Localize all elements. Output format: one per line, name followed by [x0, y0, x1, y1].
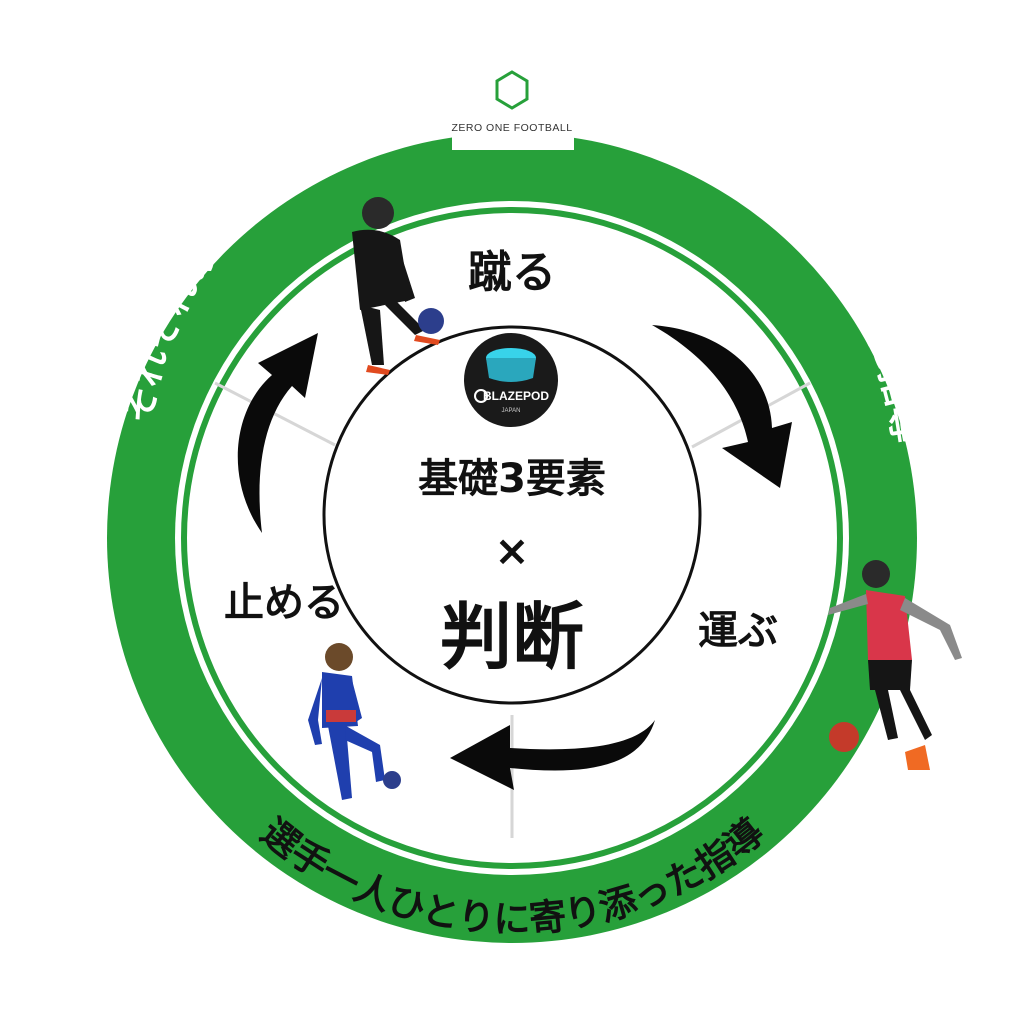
ball-icon [418, 308, 444, 334]
center-times: × [494, 526, 529, 575]
arrow-to-carry [652, 325, 792, 488]
center-line2: 判断 [440, 595, 584, 679]
blazepod-device: BLAZEPOD JAPAN [464, 333, 558, 427]
arrow-to-stop [450, 720, 655, 790]
blazepod-sub: JAPAN [502, 408, 521, 414]
ball-icon [383, 771, 401, 789]
hexagon-logo-icon [495, 70, 529, 110]
inner-green-line [181, 207, 843, 869]
blazepod-logo-icon [474, 389, 488, 403]
ball-icon [829, 722, 859, 752]
player-stop-image [308, 643, 401, 800]
label-stop: 止める [224, 580, 344, 626]
logo: ZERO ONE FOOTBALL [451, 70, 572, 134]
logo-text: ZERO ONE FOOTBALL [451, 122, 572, 134]
center-circle [322, 325, 702, 705]
center-line1: 基礎3要素 [418, 456, 606, 502]
arrow-to-kick [237, 333, 318, 533]
player-kick-image [352, 197, 444, 375]
blazepod-brand: BLAZEPOD [483, 389, 549, 403]
label-kick: 蹴る [468, 247, 556, 298]
label-carry: 運ぶ [698, 608, 778, 654]
player-carry-image [828, 560, 962, 770]
